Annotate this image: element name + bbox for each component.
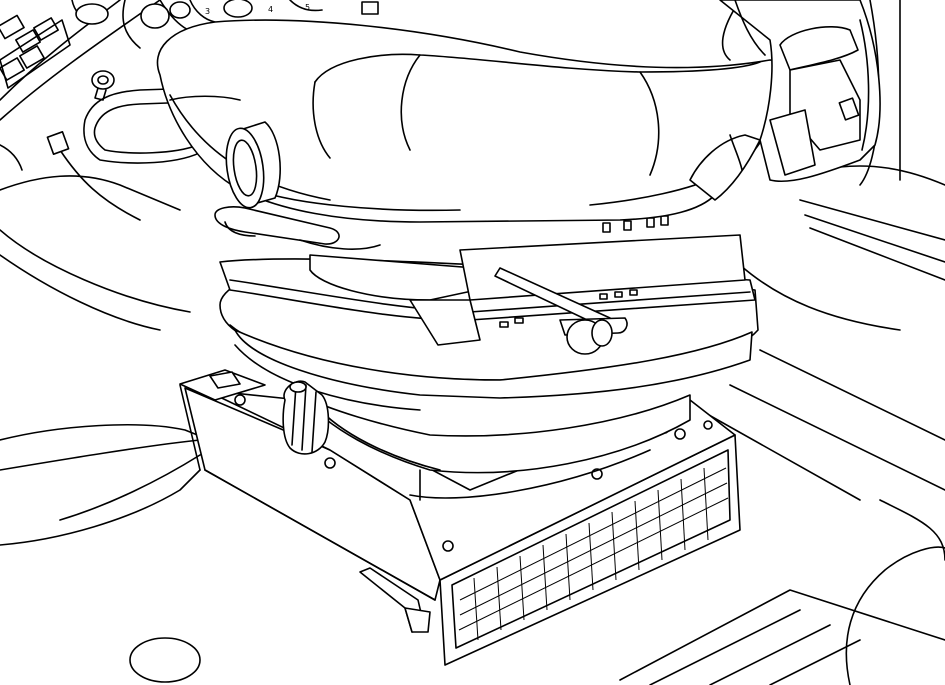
slot	[660, 215, 669, 226]
height-adjust-lever-icon	[494, 267, 628, 355]
bolt	[442, 540, 454, 552]
slot	[514, 317, 524, 324]
dial-label-1: 3	[205, 7, 210, 16]
dial-label-2: 4	[268, 5, 273, 14]
bolt	[234, 394, 246, 406]
button-icon	[46, 131, 70, 155]
ventilation-grille	[451, 449, 731, 649]
slot	[614, 291, 623, 298]
slot	[623, 220, 632, 231]
slot	[602, 222, 611, 233]
bolt	[703, 420, 713, 430]
seatbelt-buckle-icon	[769, 26, 861, 176]
ignition-key-icon	[91, 70, 115, 101]
seat-base	[179, 369, 741, 666]
switch-panel	[0, 14, 71, 89]
slot	[629, 289, 638, 296]
instrument-cluster: 3 4 5	[71, 0, 379, 49]
slot	[499, 321, 509, 328]
slot	[599, 293, 608, 300]
backrest	[719, 0, 881, 183]
armrest-roll	[225, 121, 281, 209]
weight-adjust-knob-icon	[282, 380, 330, 455]
bolt	[674, 428, 686, 440]
seat-cushion	[156, 19, 790, 223]
bolt	[324, 457, 336, 469]
slide-lock-handle	[359, 567, 431, 633]
floor-plug-icon	[129, 637, 201, 683]
dial-label-3: 5	[305, 3, 310, 12]
slot	[646, 217, 655, 228]
